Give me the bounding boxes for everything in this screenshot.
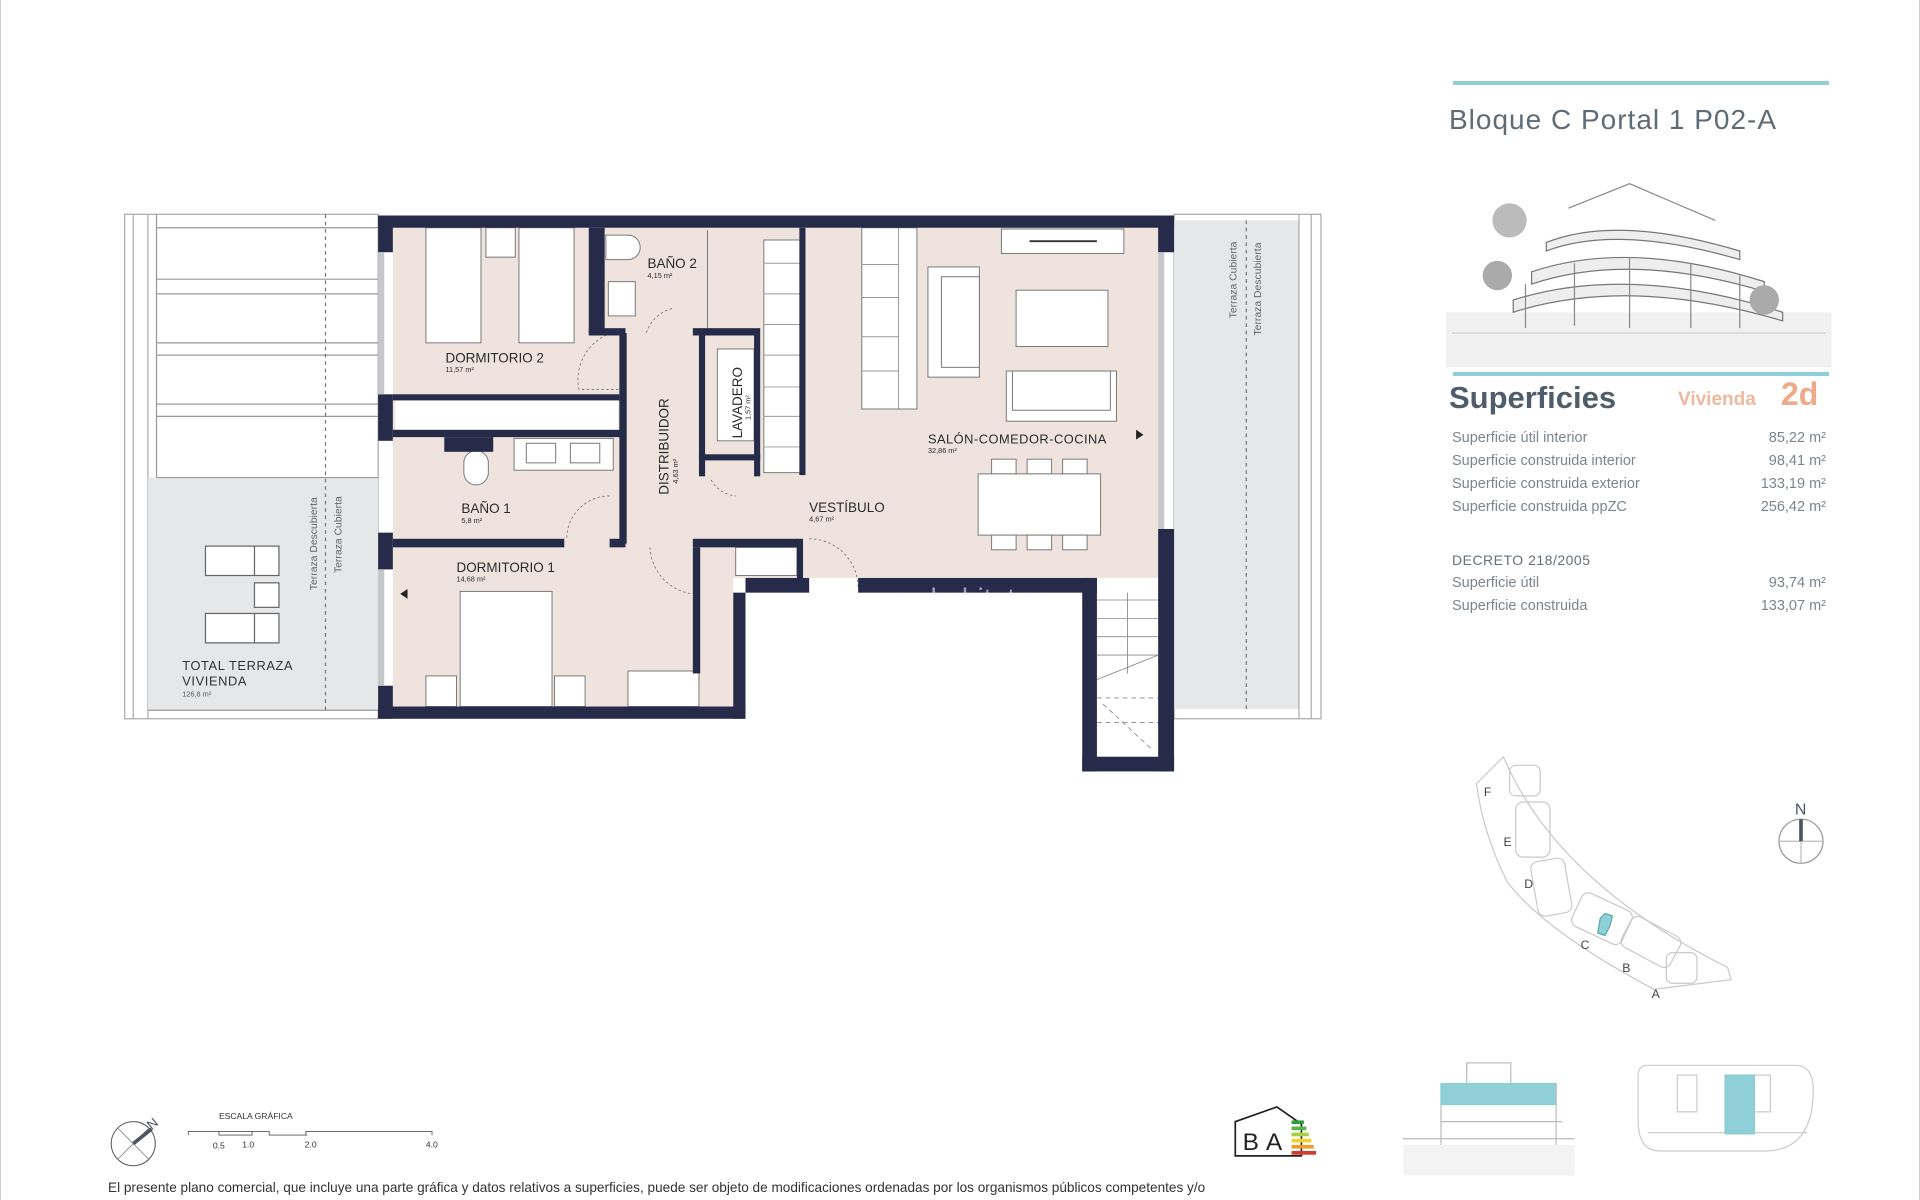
orientation-arrow-icon: [1136, 429, 1144, 440]
terrace-total-area: 126,8 m²: [182, 690, 211, 699]
room-area: 4,15 m²: [648, 271, 673, 280]
decree-label: Superficie construida: [1452, 598, 1588, 614]
legal-disclaimer: El presente plano comercial, que incluye…: [108, 1180, 1206, 1195]
room-area: 32,86 m²: [928, 446, 957, 455]
surfaces-divider: [1453, 372, 1829, 376]
surface-label: Superficie construida interior: [1452, 453, 1636, 469]
room-name: DORMITORIO 1: [457, 560, 555, 575]
right-terrace: Terraza Cubierta Terraza Descubierta: [1173, 213, 1322, 720]
surface-row: Superficie construida exterior 133,19 m²: [1452, 476, 1826, 492]
sink-icon: [607, 281, 636, 317]
selected-unit-highlight: [1597, 912, 1614, 937]
building-sketch-image: [1445, 183, 1832, 368]
surface-value: 98,41 m²: [1768, 453, 1826, 469]
stairs: [1096, 592, 1159, 750]
room-area: 1,57 m²: [743, 395, 752, 420]
decree-label: Superficie útil: [1452, 575, 1540, 591]
watermark: www.newhabitat.es: [811, 582, 1053, 613]
sunbed-icon: [204, 545, 280, 644]
block-label: C: [1581, 938, 1590, 952]
room-name: BAÑO 2: [648, 256, 697, 271]
dining-table-icon: [977, 473, 1102, 536]
room-area: 4,67 m²: [809, 515, 834, 524]
unit-type: 2d: [1781, 376, 1819, 412]
block-label: E: [1503, 835, 1511, 849]
surface-row: Superficie útil interior 85,22 m²: [1452, 430, 1826, 446]
north-compass-icon: N: [1778, 801, 1824, 864]
surface-row: Superficie construida ppZC 256,42 m²: [1452, 499, 1826, 515]
scale-title: ESCALA GRÁFICA: [219, 1111, 293, 1121]
bed-icon: [459, 590, 553, 708]
room-name: LAVADERO: [730, 367, 745, 438]
block-label: B: [1622, 961, 1630, 975]
scale-tick: 1.0: [242, 1139, 254, 1149]
site-block-labels: F E D C B A: [1484, 785, 1661, 1001]
room-name: SALÓN-COMEDOR-COCINA: [928, 431, 1107, 446]
graphic-scale: N ESCALA GRÁFICA 0.5 1.0 2.0 4.0: [110, 1111, 438, 1167]
energy-rating-icon: B A: [1234, 1105, 1317, 1157]
block-label: D: [1524, 877, 1533, 891]
bathtub-icon: [605, 234, 641, 261]
page-title: Bloque C Portal 1 P02-A: [1449, 104, 1778, 135]
surface-label: Superficie construida exterior: [1452, 476, 1640, 492]
terrace-label-uncovered-right: Terraza Descubierta: [1253, 242, 1264, 335]
plan-north-icon: N: [110, 1115, 161, 1167]
surface-row: Superficie construida interior 98,41 m²: [1452, 453, 1826, 469]
room-labels: DORMITORIO 2 11,57 m² BAÑO 2 4,15 m² LAV…: [445, 256, 1106, 583]
room-name: DISTRIBUIDOR: [656, 398, 671, 495]
surface-value: 256,42 m²: [1760, 499, 1826, 515]
surface-value: 133,19 m²: [1760, 476, 1826, 492]
scale-tick: 0.5: [213, 1141, 225, 1151]
furniture: [395, 227, 1125, 708]
terrace-label-covered: Terraza Cubierta: [333, 496, 344, 573]
shelf-icon: [861, 227, 918, 410]
section-diagram: [1403, 1062, 1575, 1176]
surface-label: Superficie construida ppZC: [1452, 499, 1627, 515]
room-name: BAÑO 1: [461, 501, 510, 516]
top-divider: [1453, 81, 1829, 85]
decree-heading: DECRETO 218/2005: [1452, 552, 1591, 568]
terrace-total-label: TOTAL TERRAZA: [182, 658, 293, 673]
orientation-arrow-icon: [400, 588, 408, 599]
terrace-total-label-2: VIVIENDA: [182, 674, 247, 689]
decree-value: 93,74 m²: [1768, 575, 1826, 591]
scale-tick: 2.0: [305, 1139, 317, 1149]
decree-row: Superficie útil 93,74 m²: [1452, 575, 1826, 591]
energy-letter: A: [1266, 1129, 1283, 1156]
terrace-label-uncovered: Terraza Descubierta: [309, 497, 320, 590]
surface-value: 85,22 m²: [1768, 430, 1826, 446]
room-name: DORMITORIO 2: [445, 350, 543, 365]
terrace-label-covered-right: Terraza Cubierta: [1229, 241, 1240, 318]
rug-icon: [1015, 289, 1109, 348]
toilet-icon: [463, 450, 489, 486]
walls: [378, 215, 1175, 772]
washer-icon: [716, 348, 755, 442]
unit-label: Vivienda: [1678, 389, 1756, 410]
room-area: 11,57 m²: [445, 365, 474, 374]
decree-value: 133,07 m²: [1760, 598, 1826, 614]
block-label: A: [1652, 987, 1661, 1001]
scale-tick: 4.0: [426, 1139, 438, 1149]
north-label: N: [1795, 801, 1807, 818]
room-area: 4,63 m²: [671, 458, 680, 483]
block-label: F: [1484, 785, 1491, 799]
surfaces-heading: Superficies: [1449, 380, 1617, 415]
decree-row: Superficie construida 133,07 m²: [1452, 598, 1826, 614]
left-terrace: Terraza Descubierta Terraza Cubierta TOT…: [124, 213, 379, 720]
room-area: 5,8 m²: [461, 516, 482, 525]
room-name: VESTÍBULO: [809, 500, 885, 515]
energy-letter: B: [1243, 1129, 1259, 1156]
plan-north-label: N: [144, 1115, 161, 1133]
bed-icon: [425, 227, 482, 344]
surface-label: Superficie útil interior: [1452, 430, 1588, 446]
bed-icon: [518, 227, 575, 344]
site-map: [1475, 755, 1732, 991]
key-plan-diagram: [1637, 1064, 1814, 1152]
room-area: 14,68 m²: [457, 575, 486, 584]
